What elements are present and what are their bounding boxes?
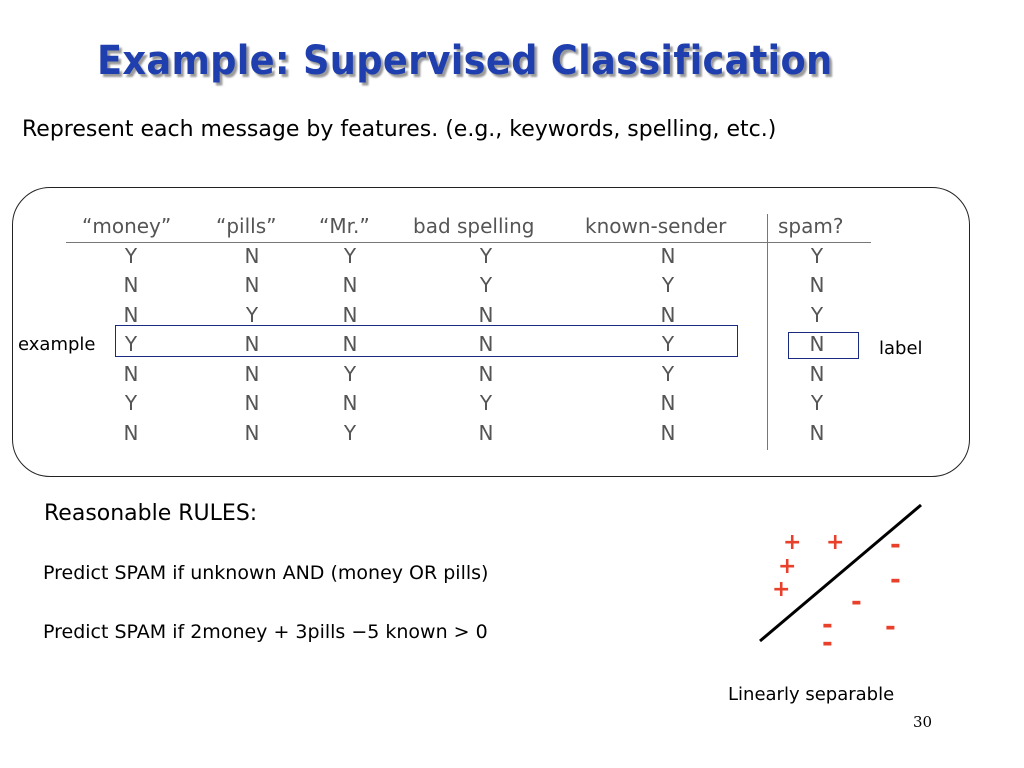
cell-r1-pills: N (244, 244, 260, 268)
rule-2: Predict SPAM if 2money + 3pills −5 known… (43, 621, 488, 643)
header-bad-spelling: bad spelling (413, 214, 535, 238)
positive-mark: + (772, 577, 791, 602)
cell-r3-bad-spelling: N (478, 303, 494, 327)
cell-r7-pills: N (244, 421, 260, 445)
header-divider (66, 242, 871, 243)
cell-r7-spam: N (809, 421, 825, 445)
separating-line (759, 503, 922, 643)
negative-mark: - (890, 565, 901, 595)
cell-r2-money: N (123, 273, 139, 297)
cell-r6-known-sender: N (660, 391, 676, 415)
cell-r7-bad-spelling: N (478, 421, 494, 445)
negative-mark: - (851, 587, 862, 617)
cell-r1-known-sender: N (660, 244, 676, 268)
example-highlight-box (115, 325, 738, 357)
cell-r3-spam: Y (810, 303, 824, 327)
header-money: “money” (82, 214, 172, 238)
cell-r2-mr: N (342, 273, 358, 297)
cell-r3-mr: N (342, 303, 358, 327)
cell-r5-known-sender: Y (661, 362, 675, 386)
positive-mark: + (826, 530, 845, 555)
figure-caption: Linearly separable (728, 684, 895, 705)
cell-r6-pills: N (244, 391, 260, 415)
cell-r4-pills: N (244, 332, 260, 356)
header-mr: “Mr.” (319, 214, 370, 238)
table-container (12, 187, 970, 477)
label-divider (767, 214, 768, 450)
label-annotation: label (879, 338, 923, 359)
cell-r5-pills: N (244, 362, 260, 386)
cell-r3-money: N (123, 303, 139, 327)
slide-subtitle: Represent each message by features. (e.g… (22, 117, 777, 142)
cell-r7-known-sender: N (660, 421, 676, 445)
cell-r6-spam: Y (810, 391, 824, 415)
positive-mark: + (783, 530, 802, 555)
cell-r4-known-sender: Y (661, 332, 675, 356)
cell-r2-known-sender: Y (661, 273, 675, 297)
cell-r3-pills: Y (245, 303, 259, 327)
cell-r6-money: Y (124, 391, 138, 415)
positive-mark: + (778, 554, 797, 579)
cell-r1-bad-spelling: Y (479, 244, 493, 268)
cell-r1-money: Y (124, 244, 138, 268)
negative-mark: - (890, 530, 901, 560)
header-pills: “pills” (216, 214, 277, 238)
cell-r2-pills: N (244, 273, 260, 297)
header-known-sender: known-sender (585, 214, 727, 238)
negative-mark: - (822, 610, 833, 640)
example-annotation: example (18, 334, 96, 355)
cell-r7-money: N (123, 421, 139, 445)
rule-1: Predict SPAM if unknown AND (money OR pi… (43, 562, 489, 584)
cell-r1-mr: Y (343, 244, 357, 268)
page-number: 30 (913, 713, 933, 731)
cell-r7-mr: Y (343, 421, 357, 445)
cell-r3-known-sender: N (660, 303, 676, 327)
header-spam: spam? (778, 214, 844, 238)
negative-mark: - (885, 612, 896, 642)
cell-r1-spam: Y (810, 244, 824, 268)
cell-r4-mr: N (342, 332, 358, 356)
cell-r5-mr: Y (343, 362, 357, 386)
cell-r6-bad-spelling: Y (479, 391, 493, 415)
cell-r4-money: Y (124, 332, 138, 356)
negative-mark: - (822, 628, 833, 658)
cell-r4-bad-spelling: N (478, 332, 494, 356)
cell-r2-spam: N (809, 273, 825, 297)
slide-title: Example: Supervised Classification (97, 38, 833, 84)
label-highlight-box (788, 332, 859, 359)
rules-heading: Reasonable RULES: (44, 501, 258, 526)
cell-r4-spam: N (809, 332, 825, 356)
cell-r2-bad-spelling: Y (479, 273, 493, 297)
cell-r5-money: N (123, 362, 139, 386)
cell-r6-mr: N (342, 391, 358, 415)
cell-r5-spam: N (809, 362, 825, 386)
cell-r5-bad-spelling: N (478, 362, 494, 386)
